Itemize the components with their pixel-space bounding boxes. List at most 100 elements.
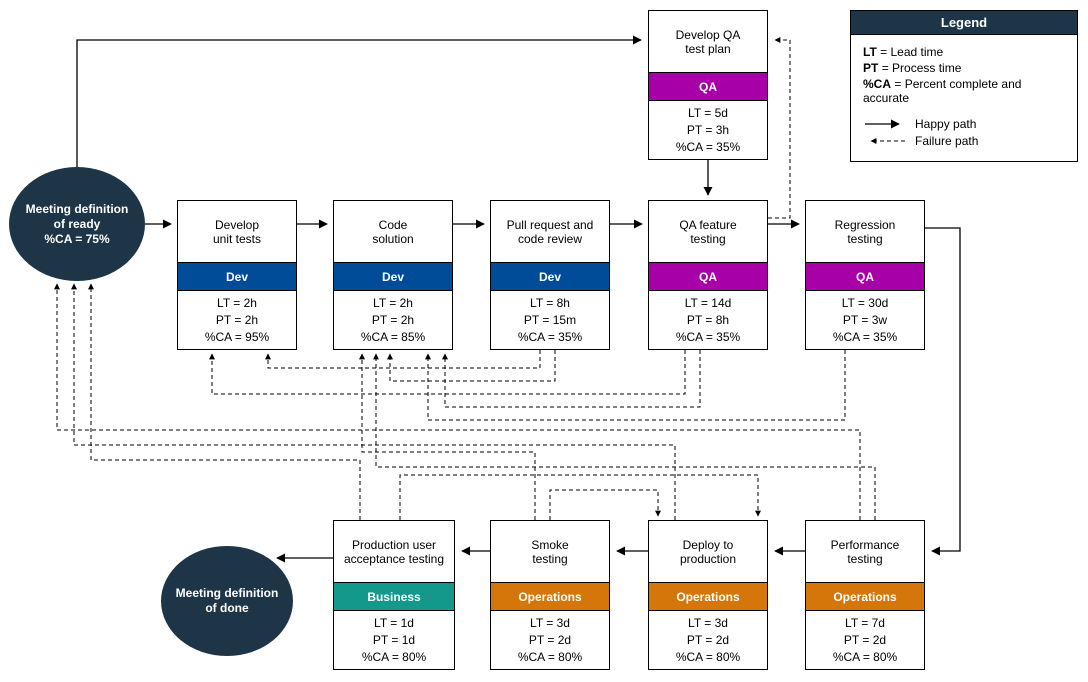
legend-arrow-key: Happy path Failure path — [863, 117, 1065, 148]
terminal-ready-ca-value: %CA = 75% — [44, 231, 110, 246]
failure-path-smoke-to-deploy — [549, 489, 661, 520]
team-band: Business — [334, 583, 454, 611]
failure-path-deploy-to-ready — [71, 283, 676, 520]
lt-value: LT = 8h — [530, 295, 570, 310]
pt-value: PT = 2d — [843, 632, 887, 647]
pt-value: PT = 2h — [215, 312, 259, 327]
pt-value: PT = 8h — [686, 312, 730, 327]
pt-value: PT = 2h — [371, 312, 415, 327]
team-band: Operations — [806, 583, 924, 611]
node-title: Code solution — [334, 201, 452, 263]
pt-value: PT = 3h — [686, 122, 730, 137]
node-stats: LT = 7d PT = 2d %CA = 80% — [806, 611, 924, 669]
failure-path-qa-feature-to-unit-tests — [209, 350, 686, 395]
node-stats: LT = 14d PT = 8h %CA = 35% — [649, 291, 767, 349]
node-stats: LT = 2h PT = 2h %CA = 95% — [178, 291, 296, 349]
process-node-regression-testing: Regression testing QA LT = 30d PT = 3w %… — [805, 200, 925, 350]
ca-value: %CA = 80% — [361, 649, 427, 664]
pt-value: PT = 2d — [528, 632, 572, 647]
node-stats: LT = 3d PT = 2d %CA = 80% — [491, 611, 609, 669]
failure-path-regression-to-code-solution — [425, 350, 846, 421]
legend-title: Legend — [851, 11, 1077, 35]
pt-value: PT = 2d — [686, 632, 730, 647]
legend-item-lt: LT = Lead time — [863, 45, 1065, 59]
failure-path-smoke-to-code-solution — [359, 353, 536, 520]
node-stats: LT = 2h PT = 2h %CA = 85% — [334, 291, 452, 349]
legend-text-pt: = Process time — [881, 61, 962, 75]
process-node-production-user-acceptance-testing: Production user acceptance testing Busin… — [333, 520, 455, 670]
node-stats: LT = 30d PT = 3w %CA = 35% — [806, 291, 924, 349]
ca-value: %CA = 80% — [517, 649, 583, 664]
failure-path-qa-feature-to-code-solution — [442, 350, 701, 408]
legend-key-ca: %CA — [863, 77, 892, 91]
node-stats: LT = 3d PT = 2d %CA = 80% — [649, 611, 767, 669]
process-node-qa-feature-testing: QA feature testing QA LT = 14d PT = 8h %… — [648, 200, 768, 350]
node-title: Develop unit tests — [178, 201, 296, 263]
node-title: Develop QA test plan — [649, 11, 767, 73]
lt-value: LT = 14d — [684, 295, 732, 310]
lt-value: LT = 2h — [373, 295, 413, 310]
process-node-deploy-to-production: Deploy to production Operations LT = 3d … — [648, 520, 768, 670]
failure-path-pull-request-to-unit-tests — [265, 350, 541, 369]
lt-value: LT = 7d — [845, 615, 885, 630]
ca-value: %CA = 80% — [675, 649, 741, 664]
legend-text-ca: = Percent complete and accurate — [863, 77, 1022, 105]
lt-value: LT = 30d — [841, 295, 889, 310]
team-band: QA — [649, 263, 767, 291]
node-title: Smoke testing — [491, 521, 609, 583]
ca-value: %CA = 80% — [832, 649, 898, 664]
process-node-smoke-testing: Smoke testing Operations LT = 3d PT = 2d… — [490, 520, 610, 670]
ca-value: %CA = 35% — [517, 329, 583, 344]
node-stats: LT = 1d PT = 1d %CA = 80% — [334, 611, 454, 669]
happy-path-regression-to-performance — [925, 227, 961, 556]
failure-path-performance-to-ready — [54, 283, 861, 520]
failure-path-qa-feature-to-qa-test-plan — [768, 37, 791, 219]
team-band: Dev — [334, 263, 452, 291]
legend-failure-path-row: Failure path — [863, 134, 1065, 148]
process-node-develop-unit-tests: Develop unit tests Dev LT = 2h PT = 2h %… — [177, 200, 297, 350]
failure-path-arrow-icon — [870, 138, 905, 144]
happy-path-arrow-icon — [865, 119, 900, 129]
node-title: Production user acceptance testing — [334, 521, 454, 583]
failure-path-uat-to-deploy — [399, 474, 761, 520]
legend-key-lt: LT — [863, 45, 877, 59]
legend-text-lt: = Lead time — [880, 45, 944, 59]
ca-value: %CA = 35% — [832, 329, 898, 344]
team-band: QA — [806, 263, 924, 291]
node-title: Pull request and code review — [491, 201, 609, 263]
process-node-develop-qa-test-plan: Develop QA test plan QA LT = 5d PT = 3h … — [648, 10, 768, 160]
legend-happy-path-label: Happy path — [915, 117, 977, 131]
failure-path-uat-to-ready — [88, 283, 361, 520]
team-band: Dev — [491, 263, 609, 291]
terminal-done-label: Meeting definition of done — [175, 586, 279, 615]
lt-value: LT = 5d — [688, 105, 728, 120]
lt-value: LT = 3d — [530, 615, 570, 630]
pt-value: PT = 1d — [372, 632, 416, 647]
process-node-code-solution: Code solution Dev LT = 2h PT = 2h %CA = … — [333, 200, 453, 350]
team-band: Operations — [649, 583, 767, 611]
lt-value: LT = 3d — [688, 615, 728, 630]
happy-path-ready-to-qa-test-plan — [76, 35, 642, 167]
ca-value: %CA = 35% — [675, 329, 741, 344]
pt-value: PT = 15m — [523, 312, 577, 327]
node-title: Deploy to production — [649, 521, 767, 583]
lt-value: LT = 2h — [217, 295, 257, 310]
node-stats: LT = 8h PT = 15m %CA = 35% — [491, 291, 609, 349]
node-stats: LT = 5d PT = 3h %CA = 35% — [649, 101, 767, 159]
ca-value: %CA = 95% — [204, 329, 270, 344]
node-title: Regression testing — [806, 201, 924, 263]
terminal-meeting-definition-of-done: Meeting definition of done — [161, 546, 293, 656]
legend-item-ca: %CA = Percent complete and accurate — [863, 77, 1065, 105]
lt-value: LT = 1d — [374, 615, 414, 630]
legend-body: LT = Lead time PT = Process time %CA = P… — [851, 35, 1077, 161]
legend-key-pt: PT — [863, 61, 879, 75]
legend-failure-path-label: Failure path — [915, 134, 979, 148]
team-band: Dev — [178, 263, 296, 291]
process-node-performance-testing: Performance testing Operations LT = 7d P… — [805, 520, 925, 670]
node-title: QA feature testing — [649, 201, 767, 263]
failure-path-pull-request-to-code-solution — [387, 350, 556, 382]
legend-happy-path-row: Happy path — [863, 117, 1065, 131]
process-node-pull-request-code-review: Pull request and code review Dev LT = 8h… — [490, 200, 610, 350]
